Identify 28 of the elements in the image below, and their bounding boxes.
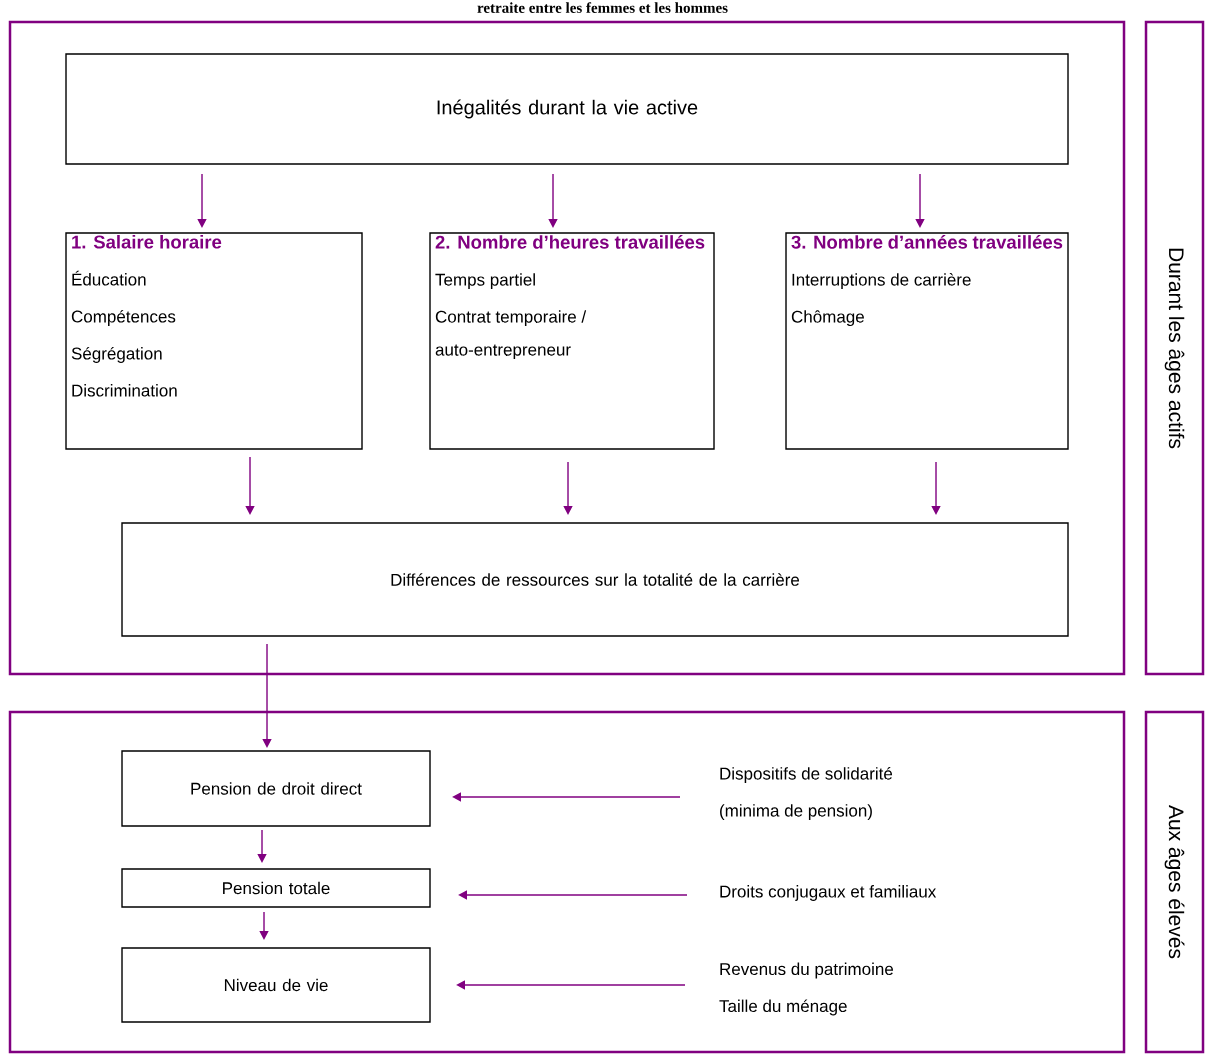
arrow (257, 829, 267, 863)
section-frame (8, 710, 1126, 1054)
factor-text: Revenus du patrimoine Taille du ménage (719, 962, 894, 1016)
arrow (259, 911, 269, 940)
arrow (563, 461, 573, 515)
arrow (245, 456, 255, 515)
factor-text: Droits conjugaux et familiaux (720, 885, 937, 901)
side-band: Durant les âges actifs (1144, 20, 1205, 676)
factor-box: 3. Nombre d’années travaillées Interruptions de carrière Chômage (785, 232, 1069, 450)
title: retraite entre les femmes et les hommes (477, 2, 728, 13)
arrow (548, 173, 558, 228)
process-box: Niveau de vie (121, 947, 431, 1023)
process-box: Inégalités durant la vie active (65, 53, 1069, 165)
arrow (262, 643, 272, 748)
side-band: Aux âges élevés (1144, 710, 1205, 1054)
arrow (456, 980, 686, 990)
process-box: Pension totale (121, 868, 431, 908)
arrow (931, 461, 941, 515)
section-frame (8, 20, 1126, 676)
arrow (197, 173, 207, 228)
arrow (458, 890, 688, 900)
arrow (915, 173, 925, 228)
process-box: Différences de ressources sur la totalité de la carrière (121, 522, 1069, 637)
arrow (452, 792, 681, 802)
process-box: Pension de droit direct (121, 750, 431, 827)
factor-text: Dispositifs de solidarité (minima de pension) (720, 767, 893, 820)
factor-box: 2. Nombre d’heures travaillées Temps partiel Contrat temporaire / auto-entrepreneur (429, 232, 715, 450)
factor-box: 1. Salaire horaire Éducation Compétences Ségrégation Discrimination (65, 232, 363, 450)
